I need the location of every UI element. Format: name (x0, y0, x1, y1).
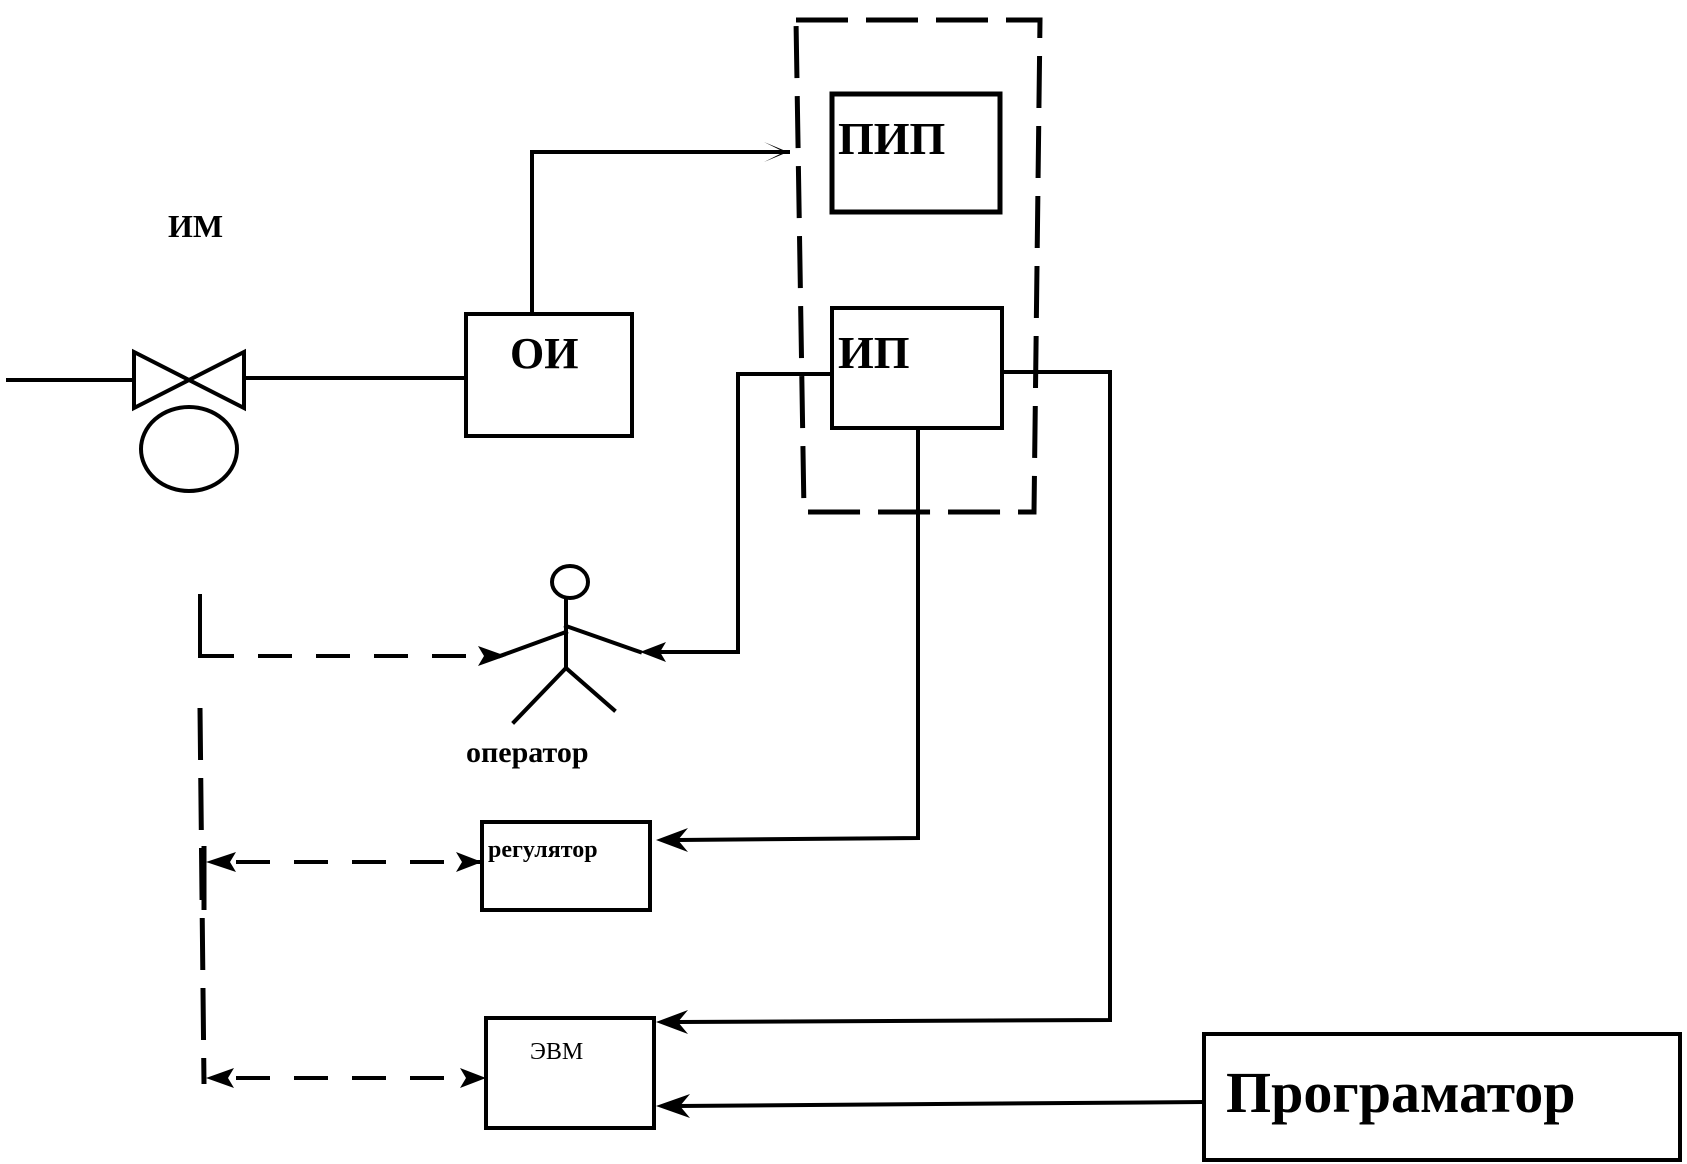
oi-label: ОИ (510, 329, 579, 378)
ip-to-evm-arrow (656, 1010, 688, 1034)
programmer-label: Програматор (1226, 1060, 1576, 1125)
operator-figure (497, 564, 643, 725)
evm-input-arrow (460, 1068, 486, 1088)
ip-to-operator-line (660, 372, 834, 654)
oi-box (464, 312, 634, 438)
programmer-box (1202, 1032, 1682, 1162)
evm-box (484, 1016, 656, 1130)
operator-label: оператор (466, 736, 589, 769)
oi-to-pip-line (530, 150, 790, 316)
operator-output-arrow (478, 646, 506, 666)
regulator-label: регулятор (488, 837, 598, 863)
ip-label: ИП (838, 327, 910, 378)
pip-label: ПИП (838, 113, 946, 164)
ip-to-evm-line (677, 370, 1112, 1025)
evm-output-arrow (206, 1068, 234, 1088)
im-label: ИМ (168, 208, 224, 244)
programmer-to-evm-arrow (656, 1094, 690, 1118)
ip-to-regulator-line (677, 426, 920, 843)
pip-box (829, 91, 1003, 215)
programmer-to-evm-line (677, 1099, 1207, 1109)
valve-im (132, 348, 246, 493)
evm-label: ЭВМ (530, 1039, 584, 1065)
ip-to-regulator-arrow (656, 828, 688, 852)
regulator-input-dot (456, 852, 482, 872)
sensor-dashed-boundary (793, 17, 1043, 515)
regulator-box (480, 820, 652, 912)
ip-to-operator-arrow (640, 642, 666, 662)
regulator-output-arrow (206, 852, 236, 872)
